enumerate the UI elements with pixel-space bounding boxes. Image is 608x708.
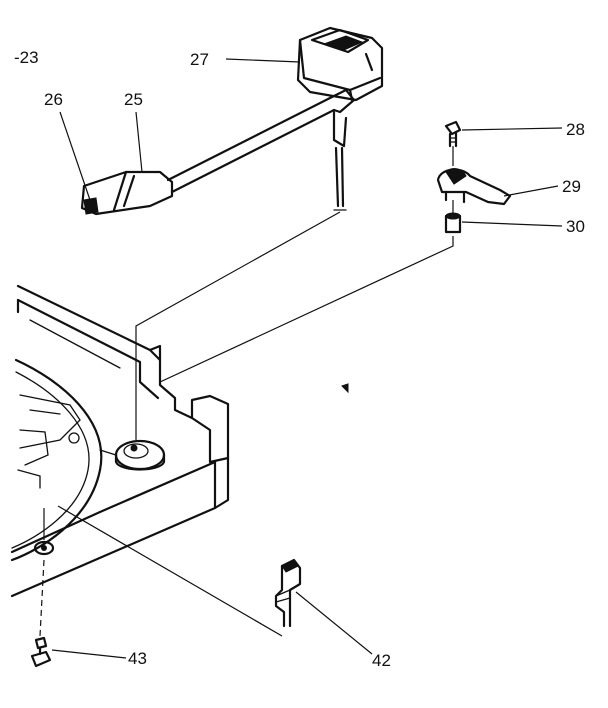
label-part-25: 25: [124, 90, 143, 109]
arm-rest-parts: [436, 120, 512, 234]
label-part-43: 43: [128, 649, 147, 668]
label-part-30: 30: [566, 217, 585, 236]
tonearm-assembly: [80, 26, 384, 216]
callout-leaders: [51, 58, 563, 659]
label-part-27: 27: [190, 50, 209, 69]
lever-part-42: [274, 558, 302, 628]
label-part-29: 29: [562, 177, 581, 196]
turntable-base: [10, 284, 230, 598]
part-labels: -23 26 25 27 28 29 30 42 43: [14, 48, 585, 670]
label-part-26: 26: [44, 90, 63, 109]
explosion-lines: [39, 146, 454, 637]
screw-part-43: [30, 636, 52, 668]
label-part-42: 42: [372, 651, 391, 670]
label-assembly-23: -23: [14, 48, 39, 67]
label-part-28: 28: [566, 120, 585, 139]
